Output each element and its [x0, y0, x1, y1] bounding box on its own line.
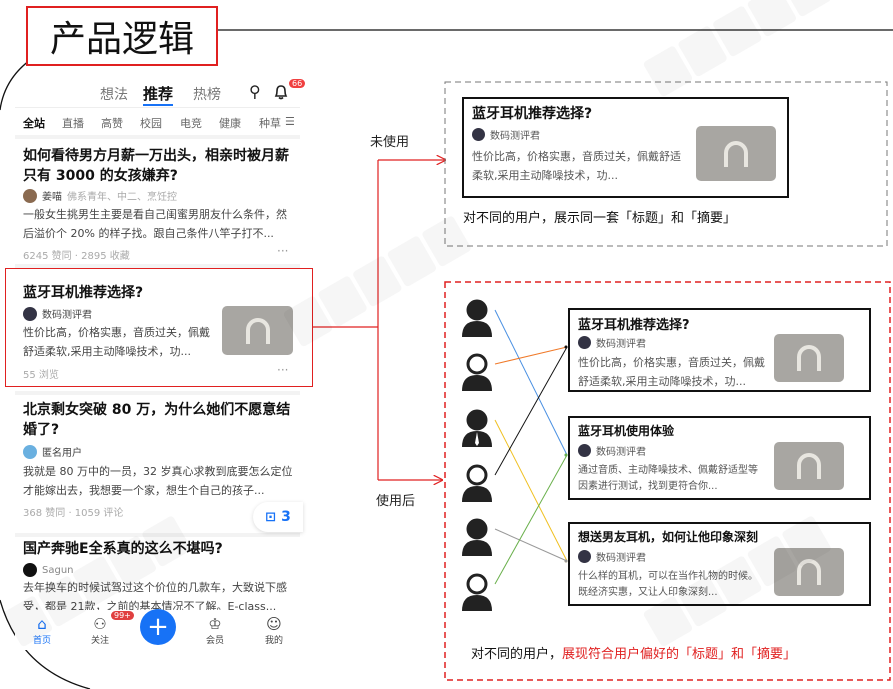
- collect-icon: ⊡: [265, 509, 277, 525]
- link-arrowhead: [564, 559, 568, 563]
- before-box: [444, 81, 888, 247]
- avatar: [578, 444, 591, 457]
- content-card: 蓝牙耳机推荐选择? 数码测评君 性价比高，价格实惠，音质过关，佩戴舒适柔软,采用…: [462, 97, 789, 198]
- avatar: [578, 336, 591, 349]
- headphone-thumbnail: [774, 334, 844, 382]
- channel-esports[interactable]: 电竞: [180, 117, 202, 130]
- avatar: [578, 550, 591, 563]
- menu-icon[interactable]: ☰: [285, 115, 295, 128]
- collect-float-button[interactable]: ⊡3: [253, 502, 303, 532]
- link-arrowhead: [564, 345, 568, 349]
- user-content-link: [494, 346, 568, 476]
- avatar: [23, 563, 37, 577]
- after-caption: 对不同的用户，展现符合用户偏好的「标题」和「摘要」: [471, 647, 797, 662]
- headphone-thumbnail: [696, 126, 776, 181]
- headphone-thumbnail: [222, 306, 293, 355]
- user-avatar-icon: [460, 299, 494, 337]
- user-avatar-icon: [460, 353, 494, 391]
- create-button[interactable]: +: [140, 609, 176, 645]
- nav-home[interactable]: ⌂首页: [32, 615, 51, 646]
- nav-profile[interactable]: ☺我的: [264, 615, 283, 646]
- profile-icon: ☺: [266, 615, 282, 633]
- avatar: [23, 444, 37, 459]
- content-card: 想送男友耳机，如何让他印象深刻 数码测评君 什么样的耳机，可以在当作礼物的时候。…: [568, 522, 871, 606]
- tab-recommend[interactable]: 推荐: [143, 83, 174, 106]
- headphone-thumbnail: [774, 548, 844, 596]
- channel-grass[interactable]: 种草: [259, 117, 281, 130]
- nav-vip[interactable]: ♔会员: [205, 615, 224, 646]
- avatar: [23, 188, 37, 203]
- user-content-link: [494, 528, 568, 562]
- search-icon[interactable]: ⚲: [249, 82, 261, 101]
- home-icon: ⌂: [37, 615, 47, 633]
- highlight-box: [5, 268, 313, 387]
- more-icon[interactable]: ···: [277, 363, 289, 377]
- flow-connector: [313, 160, 379, 480]
- content-card: 蓝牙耳机推荐选择? 数码测评君 性价比高，价格实惠，音质过关，佩戴舒适柔软,采用…: [568, 308, 871, 392]
- channel-campus[interactable]: 校园: [140, 117, 162, 130]
- user-content-link: [494, 454, 568, 585]
- notification-badge: 66: [289, 79, 306, 88]
- user-avatar-icon: [460, 518, 494, 556]
- channel-top[interactable]: 高赞: [101, 117, 123, 130]
- channel-health[interactable]: 健康: [219, 117, 241, 130]
- more-icon[interactable]: ···: [277, 244, 289, 258]
- channel-all[interactable]: 全站: [23, 117, 45, 130]
- tab-ideas[interactable]: 想法: [100, 87, 128, 103]
- user-avatar-icon: [460, 464, 494, 502]
- content-card: 蓝牙耳机使用体验 数码测评君 通过音质、主动降噪技术、佩戴舒适型等因素进行测试，…: [568, 416, 871, 500]
- headphone-thumbnail: [774, 442, 844, 490]
- plus-icon: +: [147, 612, 169, 642]
- user-avatar-icon: [460, 409, 494, 447]
- bell-icon[interactable]: [273, 84, 289, 100]
- vip-icon: ♔: [208, 615, 222, 633]
- user-content-link: [494, 419, 568, 562]
- user-content-link: [494, 346, 568, 365]
- before-caption: 对不同的用户，展示同一套「标题」和「摘要」: [463, 211, 737, 226]
- page-title: 产品逻辑: [26, 6, 218, 66]
- after-box: [444, 281, 891, 681]
- channel-live[interactable]: 直播: [62, 117, 84, 130]
- user-avatar-icon: [460, 573, 494, 611]
- label-after: 使用后: [376, 494, 416, 509]
- label-before: 未使用: [370, 135, 410, 150]
- link-arrowhead: [564, 453, 568, 457]
- follow-badge: 99+: [111, 611, 134, 620]
- user-content-link: [494, 309, 568, 456]
- avatar: [23, 306, 37, 321]
- follow-icon: ⚇: [93, 615, 107, 633]
- tab-hot[interactable]: 热榜: [193, 87, 221, 103]
- nav-follow[interactable]: ⚇关注: [90, 615, 109, 646]
- avatar: [472, 128, 485, 141]
